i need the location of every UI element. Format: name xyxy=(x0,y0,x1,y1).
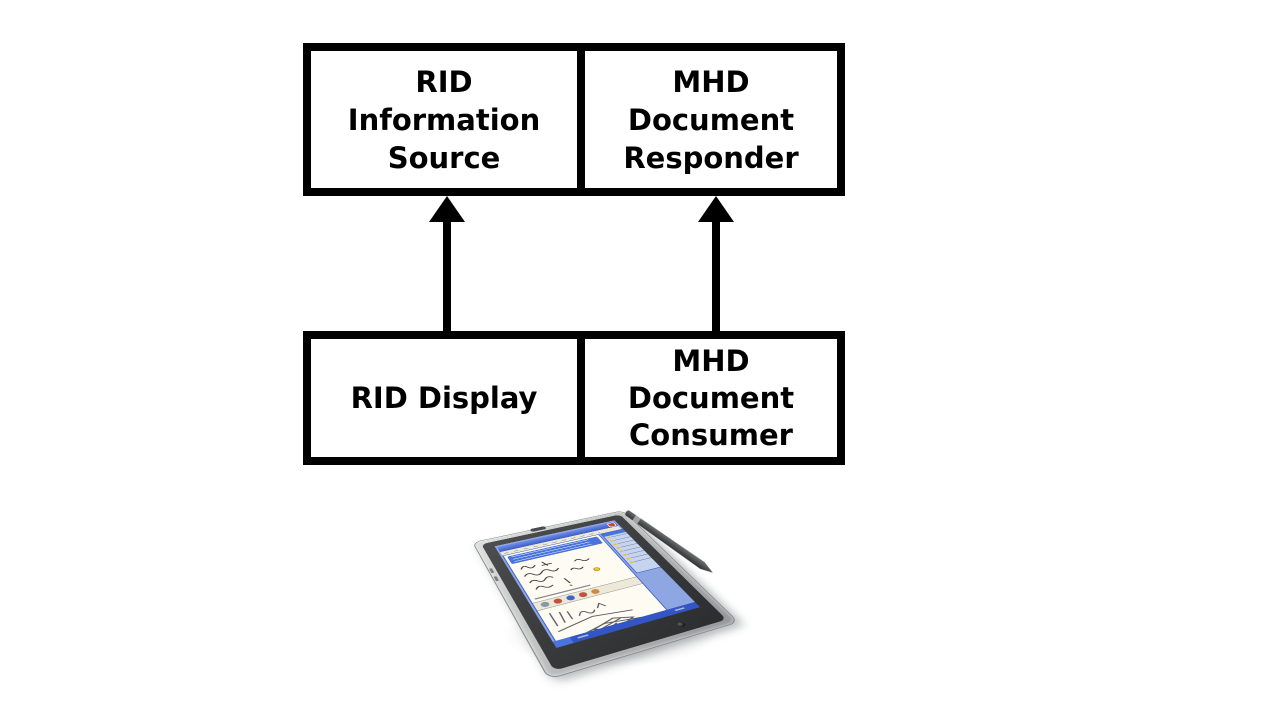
actor-group-top: RID Information Source MHD Document Resp… xyxy=(303,43,845,196)
actor-label-mhd-document-responder: MHD Document Responder xyxy=(623,64,799,175)
actor-label-mhd-document-consumer: MHD Document Consumer xyxy=(627,343,795,452)
actor-label-rid-information-source: RID Information Source xyxy=(347,64,541,175)
actor-label-rid-display: RID Display xyxy=(350,380,538,415)
highlighter-icon xyxy=(589,588,601,595)
arrow-up-left-head xyxy=(429,196,465,222)
actor-mhd-document-consumer: MHD Document Consumer xyxy=(585,339,837,457)
tablet-photo xyxy=(420,450,880,710)
side-button-icon xyxy=(493,576,500,582)
group-divider-bottom xyxy=(577,339,585,457)
pen-red-icon xyxy=(577,591,589,598)
actor-group-bottom: RID Display MHD Document Consumer xyxy=(303,331,845,465)
group-divider-top xyxy=(577,51,585,188)
eraser-icon xyxy=(539,601,551,608)
arrow-up-right-head xyxy=(698,196,734,222)
arrow-up-right-shaft xyxy=(712,222,720,331)
arrow-up-left-shaft xyxy=(443,222,451,331)
taskbar-item xyxy=(577,634,589,639)
actor-rid-information-source: RID Information Source xyxy=(311,51,577,188)
pen-blue-icon xyxy=(565,594,577,602)
side-button-icon xyxy=(489,568,495,574)
taskbar-item xyxy=(674,607,685,612)
actor-rid-display: RID Display xyxy=(311,339,577,457)
camera-icon xyxy=(675,621,687,628)
actor-mhd-document-responder: MHD Document Responder xyxy=(585,51,837,188)
pen-red-icon xyxy=(552,597,564,605)
